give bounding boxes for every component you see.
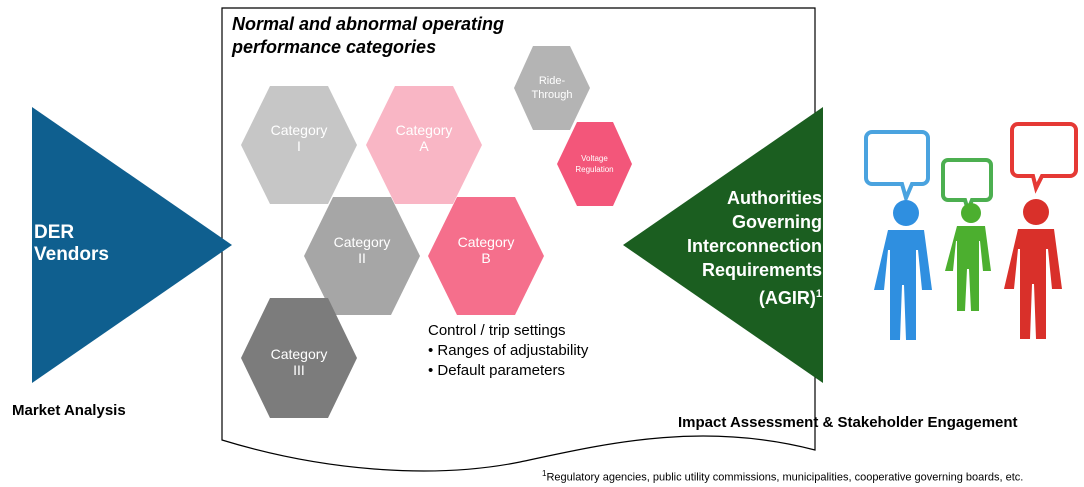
settings-heading: Control / trip settings [428,322,566,339]
settings-item-ranges: • Ranges of adjustability [428,342,589,359]
hexagon-category-1 [241,86,357,204]
label-category-3-line1: Category [270,346,328,362]
hexagon-ride-through [514,46,590,130]
label-ride-through-line1: Ride- [538,75,566,87]
market-analysis-caption: Market Analysis [12,402,126,419]
label-ride-through: Ride- Through [514,74,590,102]
agir-line3: Interconnection [686,236,822,256]
label-category-2: Category II [304,234,420,266]
der-line1: DER [34,222,75,243]
settings-item-defaults: • Default parameters [428,362,565,379]
agir-footnote-marker: 1 [815,288,822,300]
label-category-2-line1: Category [333,234,391,250]
person-green [945,203,991,311]
person-blue [874,200,932,340]
label-category-a-line1: Category [395,122,453,138]
label-category-1: Category I [241,122,357,154]
hexagon-category-2 [304,197,420,315]
agir-triangle [623,107,823,383]
der-vendors-label: DER Vendors [34,222,109,266]
label-category-2-line2: II [358,250,366,266]
hexagon-category-b [428,197,544,315]
hexagon-category-a [366,86,482,204]
label-category-a: Category A [366,122,482,154]
agir-line2: Governing [731,212,822,232]
der-triangle [32,107,232,383]
label-ride-through-line2: Through [531,89,573,101]
hexagon-category-3 [241,298,357,418]
speech-bubble-red [1010,122,1078,194]
agir-acronym: (AGIR) [758,288,816,308]
stakeholders-illustration [864,122,1078,340]
label-category-a-line2: A [419,138,429,154]
der-line2: Vendors [34,244,109,265]
document-title: Normal and abnormal operating performanc… [232,14,505,57]
label-category-1-line1: Category [270,122,328,138]
footnote-marker: 1 [542,469,547,478]
footnote-text: Regulatory agencies, public utility comm… [546,471,1024,484]
label-category-3: Category III [241,346,357,378]
label-category-3-line2: III [293,362,305,378]
agir-line1: Authorities [726,188,822,208]
agir-line4: Requirements [701,260,822,280]
label-category-b: Category B [428,234,544,266]
person-red [1004,199,1062,339]
hexagon-voltage-regulation [557,122,632,206]
agir-label: Authorities Governing Interconnection Re… [687,186,822,310]
label-category-b-line2: B [481,250,491,266]
impact-assessment-caption: Impact Assessment & Stakeholder Engageme… [678,414,1018,431]
label-voltage-regulation: Voltage Regulation [557,153,632,175]
label-category-1-line2: I [297,138,301,154]
label-voltage-regulation-line1: Voltage [581,154,608,163]
speech-bubble-green [941,158,993,217]
control-trip-settings: Control / trip settings • Ranges of adju… [428,321,588,381]
speech-bubble-blue [864,130,930,204]
agir-line5: (AGIR)1 [687,282,822,310]
label-category-b-line1: Category [457,234,515,250]
label-voltage-regulation-line2: Regulation [575,165,614,174]
footnote: 1Regulatory agencies, public utility com… [542,469,1023,484]
